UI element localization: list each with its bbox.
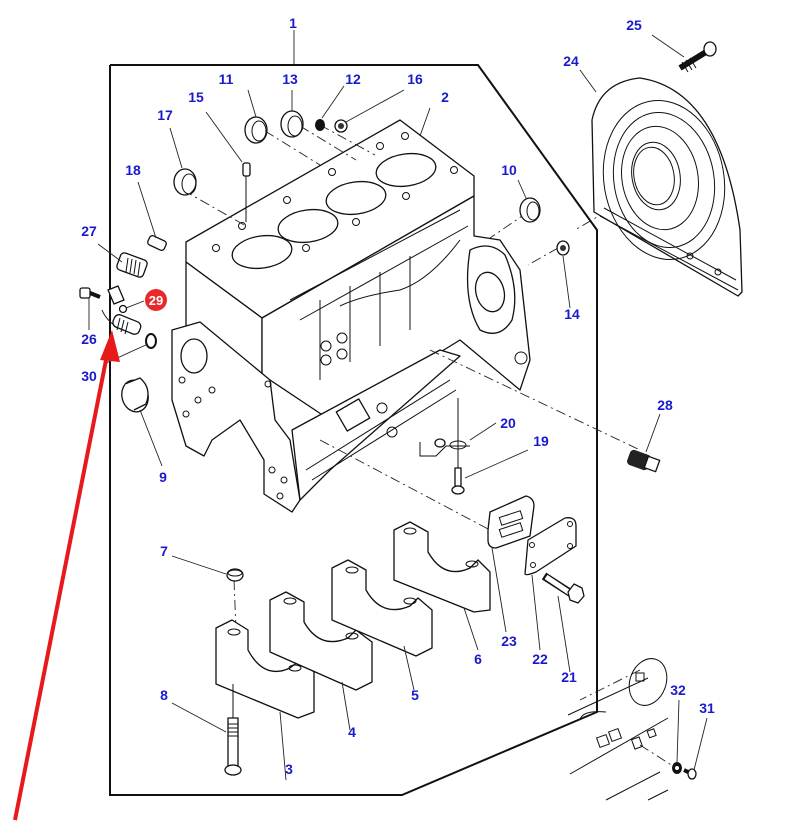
callout-12[interactable]: 12 [345,71,361,87]
bolt-21[interactable] [541,572,585,604]
centerline-14 [527,247,559,266]
plug-12[interactable] [315,119,325,131]
callout-20[interactable]: 20 [500,415,516,431]
highlighted-callout-29[interactable]: 29 [145,289,167,311]
plug-17[interactable] [173,168,197,196]
callout-9[interactable]: 9 [159,469,167,485]
bearing-cap-3[interactable] [215,619,315,719]
centerline-32 [579,669,641,701]
plug-11[interactable] [244,116,268,144]
callout-27[interactable]: 27 [81,223,97,239]
bearing-cap-4[interactable] [269,591,373,691]
fitting[interactable] [101,285,142,336]
callout-19[interactable]: 19 [533,433,549,449]
highlight-arrow [13,330,120,821]
rear-seal-housing[interactable] [591,77,743,297]
callout-30[interactable]: 30 [81,368,97,384]
callout-2[interactable]: 2 [441,89,449,105]
callout-28[interactable]: 28 [657,397,673,413]
callout-5[interactable]: 5 [411,687,419,703]
washer-29[interactable] [118,304,128,314]
callout-6[interactable]: 6 [474,651,482,667]
bolt-19[interactable] [451,467,465,495]
plug-28[interactable] [626,449,661,473]
callout-23[interactable]: 23 [501,633,517,649]
plug-14[interactable] [556,240,570,256]
screw-31[interactable] [683,768,697,780]
bearing-cap-6[interactable] [393,521,491,613]
cylinder-block[interactable] [171,119,531,513]
callout-7[interactable]: 7 [160,543,168,559]
callout-26[interactable]: 26 [81,331,97,347]
callout-11[interactable]: 11 [219,71,234,87]
callout-18[interactable]: 18 [125,162,141,178]
callout-16[interactable]: 16 [407,71,423,87]
plug-18[interactable] [147,235,168,252]
plug-13[interactable] [280,110,304,138]
callout-10[interactable]: 10 [501,162,517,178]
callout-1[interactable]: 1 [289,15,297,31]
o-ring-30[interactable] [145,333,157,349]
callout-25[interactable]: 25 [626,17,642,33]
bolt-25[interactable] [678,41,717,73]
callout-13[interactable]: 13 [282,71,298,87]
callout-31[interactable]: 31 [699,700,715,716]
bolt-8[interactable] [224,684,242,776]
callout-29[interactable]: 29 [149,293,163,308]
callout-4[interactable]: 4 [348,724,356,740]
dowel-15[interactable] [242,162,251,222]
highlight-badge [145,289,167,311]
plug-27[interactable] [116,252,148,278]
cover-plate-22[interactable] [524,517,577,576]
screw-26[interactable] [79,287,101,299]
callout-22[interactable]: 22 [532,651,548,667]
callout-24[interactable]: 24 [563,53,579,69]
leader-lines [88,34,708,781]
centerline-23 [319,439,491,531]
timing-cover-partial [567,658,677,801]
callout-labels: 1 2 3 4 5 6 7 8 9 10 11 12 13 14 15 16 1… [81,15,715,777]
centerline-17 [182,189,247,227]
centerline-13 [299,125,357,161]
bushing-9[interactable] [118,377,151,415]
callout-17[interactable]: 17 [157,107,173,123]
callout-21[interactable]: 21 [561,669,577,685]
callout-32[interactable]: 32 [670,682,686,698]
callout-8[interactable]: 8 [160,687,168,703]
bearing-cap-5[interactable] [331,559,433,657]
gasket-23[interactable] [487,495,535,549]
washer-32[interactable] [672,762,682,774]
callout-3[interactable]: 3 [285,761,293,777]
dowel-7[interactable] [226,568,244,582]
piston-cooling-jet[interactable] [419,398,470,470]
callout-15[interactable]: 15 [188,89,204,105]
plug-10[interactable] [519,197,541,223]
plug-16[interactable] [334,119,348,133]
callout-14[interactable]: 14 [564,306,580,322]
